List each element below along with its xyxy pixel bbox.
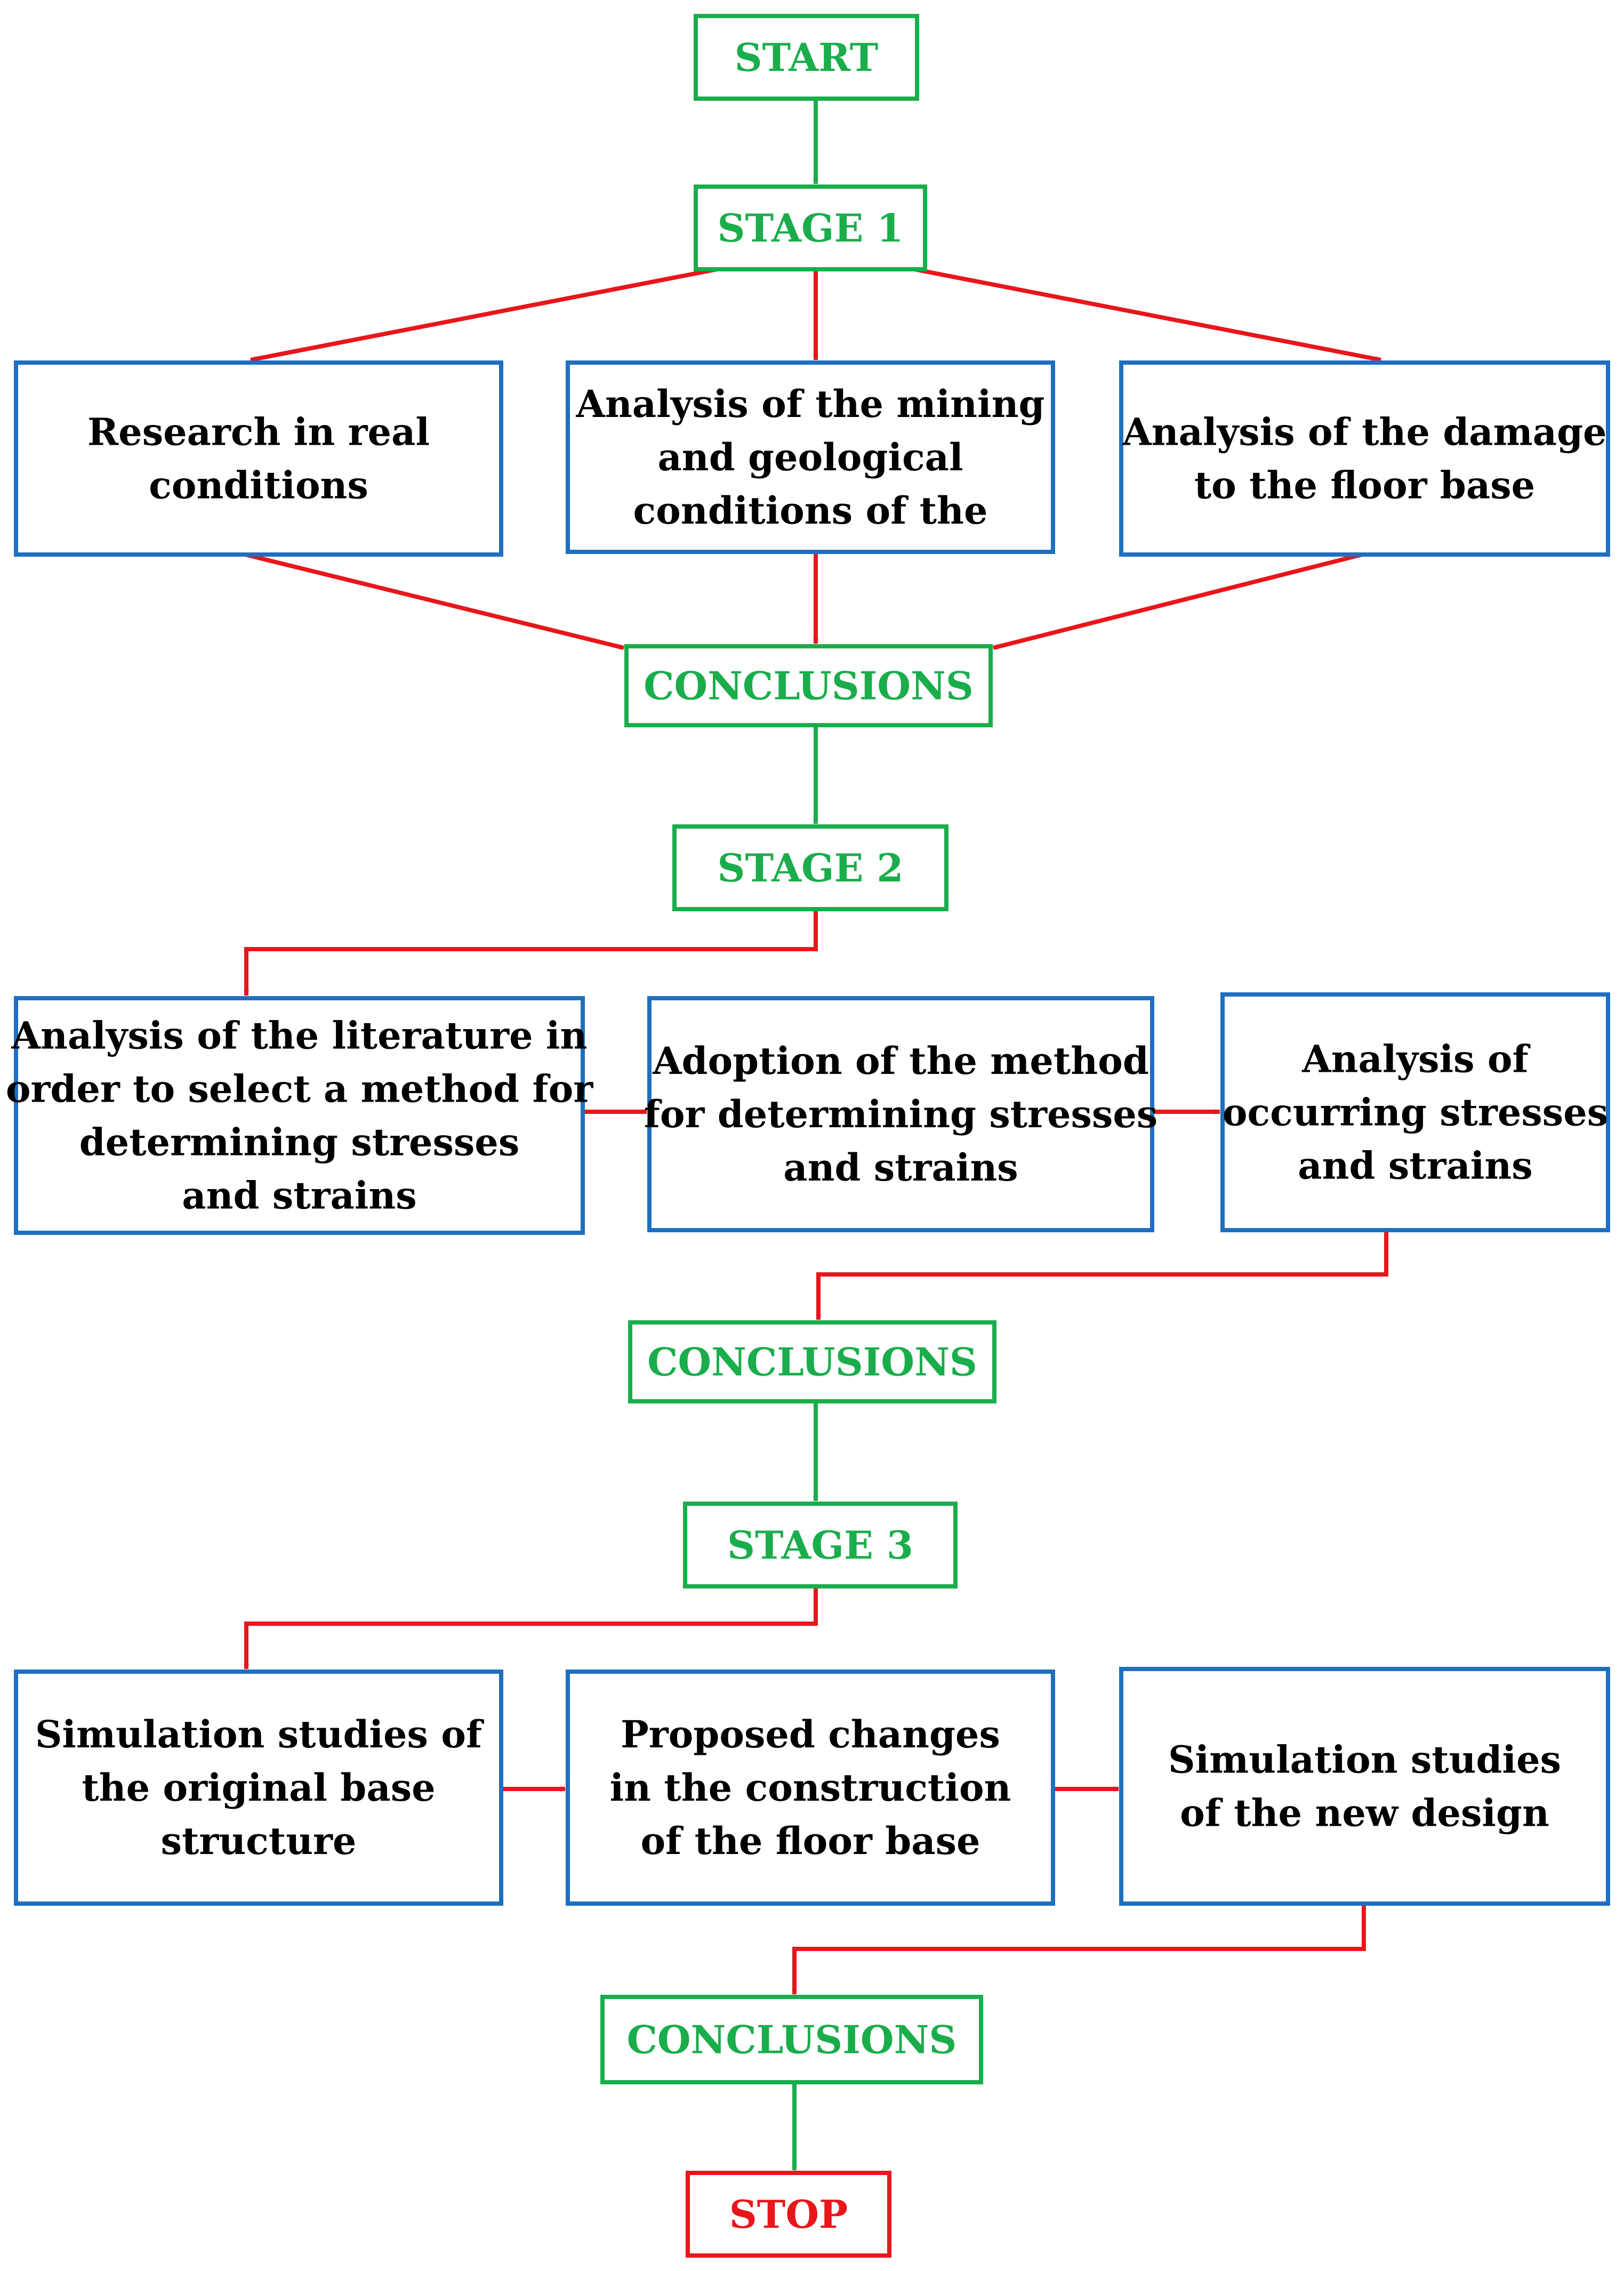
node-label-line: Simulation studies [1168,1738,1561,1782]
node-adoption: Adoption of the method for determining st… [644,996,1158,1232]
node-label-line: Analysis of the literature in [11,1014,588,1058]
node-box [624,644,993,727]
node-label-line: CONCLUSIONS [644,663,974,709]
node-label-line: occurring stresses [1223,1090,1608,1135]
node-label-line: of the new design [1180,1791,1549,1835]
node-box [566,1670,1055,1906]
node-box [694,184,927,271]
node-simulation-new: Simulation studies of the new design [1119,1667,1610,1906]
node-stage3: STAGE 3 [683,1502,958,1588]
arrow-stage2-literature [244,909,818,996]
node-label-line: conditions [149,463,368,508]
node-box [686,2171,891,2258]
node-box [1119,360,1610,557]
node-mining: Analysis of the mining and geological cond… [566,360,1055,554]
node-label-line: Analysis of the damage [1122,410,1606,454]
arrow-simulation-new-conclusions3 [792,1904,1366,1995]
connectors [244,99,1388,2171]
node-label-line: Analysis of [1301,1037,1530,1081]
node-box [1220,992,1610,1232]
node-damage: Analysis of the damage to the floor base [1119,360,1610,557]
node-label-line: CONCLUSIONS [647,1339,977,1385]
arrow-occurring-conclusions2 [816,1230,1388,1320]
node-label-line: of the floor base [640,1819,980,1863]
node-label-line: to the floor base [1194,463,1535,508]
arrow-damage-conclusions1 [993,552,1363,650]
node-stop: STOP [686,2171,891,2258]
arrow-stage3-simulation-original [244,1586,818,1670]
node-label-line: and strains [182,1174,416,1218]
node-box [14,360,503,557]
node-stage1: STAGE 1 [694,184,927,271]
node-box [672,824,948,911]
arrow-research-conclusions1 [245,552,624,650]
node-box [14,996,585,1235]
node-conclusions2: CONCLUSIONS [628,1320,996,1403]
node-label-line: the original base [82,1766,435,1810]
node-box [566,360,1055,554]
node-box [1119,1667,1610,1906]
node-label-line: order to select a method for [6,1067,593,1111]
node-label-line: Research in real [87,410,430,454]
node-label-line: conditions of the [633,488,988,533]
node-stage2: STAGE 2 [672,824,948,911]
node-conclusions3: CONCLUSIONS [600,1995,983,2084]
node-box [628,1320,996,1403]
node-conclusions1: CONCLUSIONS [624,644,993,727]
node-label-line: and strains [1298,1144,1532,1188]
node-label-line: and geological [657,435,963,479]
arrow-stage1-damage [914,267,1381,362]
node-label-line: Simulation studies of [35,1712,484,1756]
node-box [694,14,919,101]
node-label-line: STAGE 2 [717,845,903,890]
node-label-line: START [735,35,879,80]
node-start: START [694,14,919,101]
node-label-line: STAGE 3 [727,1522,913,1568]
node-research: Research in real conditions [14,360,503,557]
node-label-line: STOP [729,2192,848,2237]
node-label-line: Analysis of the mining [576,382,1045,426]
node-label-line: and strains [783,1145,1018,1190]
node-label-line: determining stresses [79,1120,520,1165]
node-box [647,996,1154,1232]
node-box [14,1670,503,1906]
node-label-line: structure [161,1819,357,1863]
node-occurring: Analysis of occurring stresses and strains [1220,992,1610,1232]
node-label-line: Adoption of the method [652,1039,1149,1083]
node-label-line: in the construction [610,1766,1011,1810]
node-box [683,1502,958,1588]
node-literature: Analysis of the literature in order to se… [6,996,593,1235]
node-label-line: CONCLUSIONS [627,2017,957,2063]
node-label-line: for determining stresses [644,1092,1158,1136]
arrow-stage1-research [250,267,718,362]
node-proposed: Proposed changes in the construction of th… [566,1670,1055,1906]
node-simulation-original: Simulation studies of the original base st… [14,1670,503,1906]
node-box [600,1995,983,2084]
node-label-line: Proposed changes [621,1712,1000,1756]
node-label-line: STAGE 1 [717,205,903,251]
